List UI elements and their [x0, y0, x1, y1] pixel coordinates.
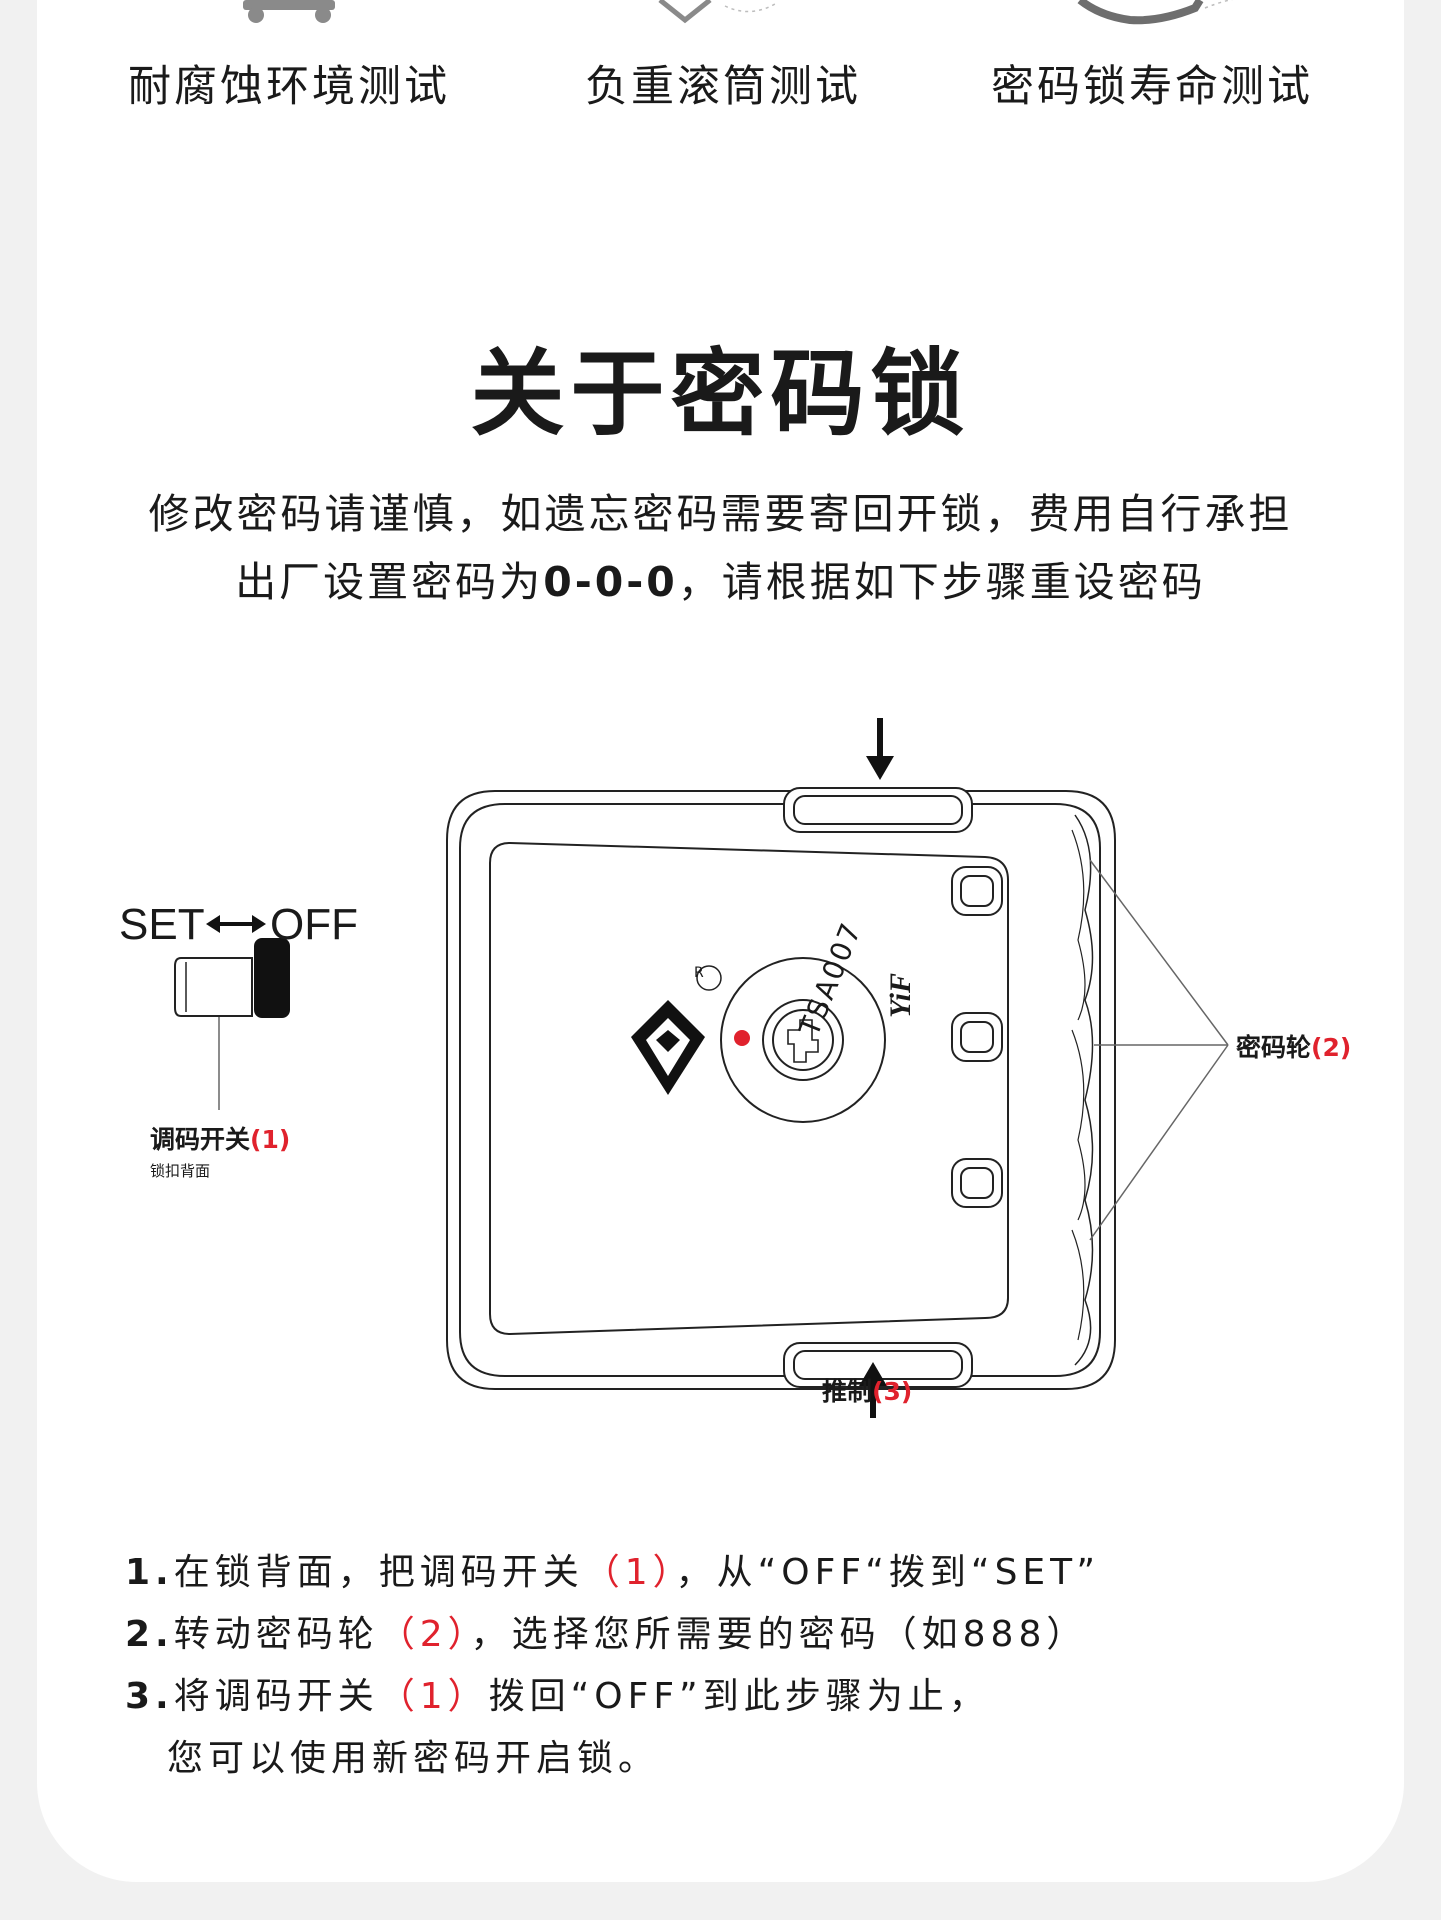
switch-slider: [254, 938, 290, 1018]
test-icons-row: [243, 0, 1233, 25]
dial-icon: [1077, 0, 1233, 25]
registered-letter: R: [694, 965, 704, 981]
top-push-bar: [783, 787, 973, 833]
wheel-leader-bottom: [1089, 1044, 1229, 1241]
step-2: 2.转动密码轮（2），选择您所需要的密码（如888）: [125, 1614, 1088, 1655]
intro-prefix: 出厂设置密码为: [235, 558, 544, 606]
lock-diagram: SET OFF R TSA007 YiF 调码开关(1) 锁扣背面 密码轮(2)…: [0, 700, 1441, 1420]
step-1: 1.在锁背面，把调码开关（1），从“OFF“拨到“SET”: [125, 1552, 1101, 1593]
intro-line-2: 出厂设置密码为0-0-0，请根据如下步骤重设密码: [0, 548, 1441, 608]
test-labels-row: 耐腐蚀环境测试 负重滚筒测试 密码锁寿命测试: [0, 52, 1441, 112]
brand-text: YiF: [884, 972, 917, 1018]
double-arrow-icon: [206, 915, 266, 933]
switch-sub-label: 锁扣背面: [150, 1162, 211, 1180]
push-number: (3): [872, 1377, 913, 1406]
push-label: 推制: [822, 1377, 873, 1406]
off-label: OFF: [270, 900, 358, 949]
push-callout: 推制(3): [822, 1372, 912, 1408]
test-label-lock-life: 密码锁寿命测试: [991, 62, 1313, 112]
bottom-push-bar: [783, 1342, 973, 1388]
switch-label: 调码开关: [150, 1125, 251, 1154]
red-dot-indicator: [734, 1030, 750, 1046]
intro-suffix: ，请根据如下步骤重设密码: [677, 558, 1206, 606]
set-label: SET: [119, 900, 205, 949]
wheel-label: 密码轮: [1236, 1033, 1312, 1062]
switch-housing: [174, 957, 253, 1017]
bottom-arrow-icon: [859, 1362, 887, 1418]
switch-number: (1): [250, 1125, 291, 1154]
lock-outer-frame: [446, 790, 1116, 1390]
wheel-leader-top: [1089, 859, 1229, 1046]
factory-code: 0-0-0: [543, 558, 678, 606]
trolley-icon: [243, 0, 335, 23]
intro-line-1: 修改密码请谨慎，如遗忘密码需要寄回开锁，费用自行承担: [148, 490, 1293, 538]
face-plate: [489, 841, 1009, 1336]
wheel-callout: 密码轮(2): [1236, 1028, 1351, 1064]
step-3: 3.将调码开关（1）拨回“OFF”到此步骤为止，: [125, 1676, 990, 1717]
combination-wheels: [1074, 814, 1094, 1366]
wheel-number: (2): [1311, 1033, 1352, 1062]
lock-diagram-drawing: [174, 718, 1229, 1418]
section-title: 关于密码锁: [470, 340, 971, 449]
instruction-steps: 1.在锁背面，把调码开关（1），从“OFF“拨到“SET” 2.转动密码轮（2）…: [125, 1542, 1325, 1790]
test-label-drum: 负重滚筒测试: [585, 62, 861, 112]
step-3-continued: 您可以使用新密码开启锁。: [167, 1738, 660, 1779]
registered-mark: [696, 965, 722, 991]
brand-diamond-logo: [631, 1000, 705, 1095]
lock-inner-frame: [459, 803, 1101, 1377]
test-label-corrosion: 耐腐蚀环境测试: [128, 62, 450, 112]
drum-icon: [658, 0, 776, 24]
key-cylinder: [720, 957, 886, 1123]
switch-callout: 调码开关(1): [150, 1120, 290, 1156]
top-arrow-icon: [866, 718, 894, 780]
